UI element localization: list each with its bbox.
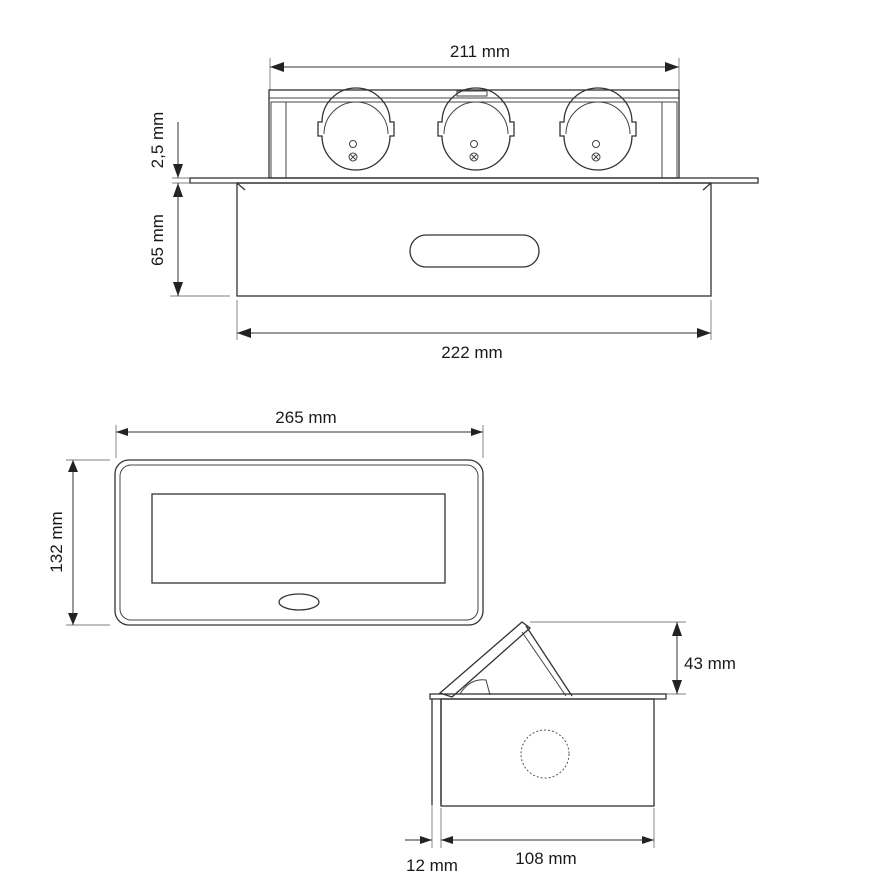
side-view-body xyxy=(431,698,655,807)
label-top-width: 211 mm xyxy=(450,42,510,61)
label-top-view-width: 265 mm xyxy=(275,408,336,427)
front-view: 211 mm xyxy=(148,42,759,362)
label-offset: 12 mm xyxy=(406,856,458,875)
top-view-body xyxy=(114,459,484,626)
front-body xyxy=(236,182,712,297)
side-view: 43 mm 12 mm 108 mm xyxy=(405,621,736,875)
socket-2 xyxy=(437,87,515,171)
dimension-lid-height: 43 mm xyxy=(530,621,736,695)
dimension-depth: 65 mm xyxy=(148,183,230,297)
socket-housing xyxy=(268,89,680,179)
label-body-width: 108 mm xyxy=(515,849,576,868)
socket-1 xyxy=(317,87,395,171)
label-lid-height: 43 mm xyxy=(684,654,736,673)
top-view: 265 mm 132 mm xyxy=(47,408,484,626)
label-depth: 65 mm xyxy=(148,214,167,266)
flange xyxy=(189,177,759,191)
dimension-top-view-width: 265 mm xyxy=(115,408,484,458)
dimension-side-bottom: 12 mm 108 mm xyxy=(405,805,655,875)
dimension-top-width: 211 mm xyxy=(269,42,680,90)
dimension-flange: 2,5 mm xyxy=(148,112,237,197)
dimension-bottom-width: 222 mm xyxy=(236,300,712,362)
side-view-lid xyxy=(438,621,573,698)
label-flange: 2,5 mm xyxy=(148,112,167,169)
side-view-flange xyxy=(429,693,667,700)
label-bottom-width: 222 mm xyxy=(441,343,502,362)
dimension-top-view-height: 132 mm xyxy=(47,459,110,626)
label-top-view-height: 132 mm xyxy=(47,511,66,572)
socket-3 xyxy=(559,87,637,171)
